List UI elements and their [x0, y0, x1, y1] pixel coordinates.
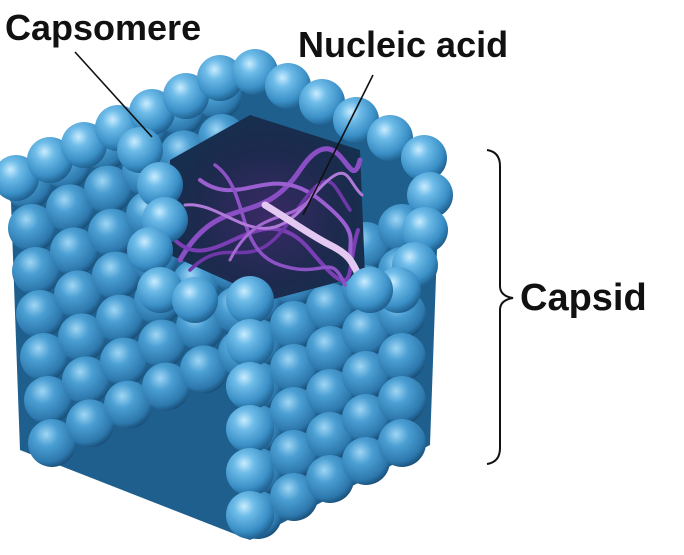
capsomere-sphere: [137, 162, 183, 208]
capsomere-sphere: [172, 277, 218, 323]
capsomere-sphere: [226, 448, 274, 496]
capsomere-sphere: [24, 376, 72, 424]
capsomere-sphere: [142, 362, 190, 411]
capsomere-sphere: [342, 308, 390, 356]
nucleic-acid-strand: [213, 163, 347, 287]
capsid-front-edge: [226, 276, 274, 539]
capsomere-sphere: [84, 165, 132, 214]
nucleic-acid-strands: [173, 146, 364, 287]
capsomere-leader-line: [74, 51, 153, 138]
capsomere-sphere: [138, 319, 186, 368]
capsomere-sphere: [88, 208, 136, 257]
capsomere-sphere: [226, 405, 274, 453]
capsomere-sphere: [378, 376, 426, 424]
capsomere-sphere: [50, 227, 98, 276]
capsomere-sphere: [16, 290, 64, 338]
capsomere-sphere: [270, 344, 318, 392]
capsid-bracket: [486, 149, 514, 465]
capsid-label: Capsid: [520, 277, 647, 319]
capsomere-sphere: [306, 455, 354, 503]
capsomere-sphere: [104, 380, 152, 429]
capsomere-sphere: [96, 294, 144, 343]
capsomere-sphere: [226, 491, 274, 539]
capsomere-sphere: [226, 319, 274, 367]
capsomere-sphere: [8, 204, 56, 252]
capsomere-sphere: [61, 122, 107, 168]
capsomere-sphere: [46, 184, 94, 233]
capsomere-sphere: [347, 267, 393, 313]
capsomere-sphere: [306, 412, 354, 460]
capsomere-sphere: [270, 387, 318, 435]
capsomere-sphere: [12, 247, 60, 295]
capsomere-sphere: [226, 362, 274, 410]
capsomere-sphere: [401, 135, 447, 181]
capsomere-sphere: [342, 351, 390, 399]
capsomere-sphere: [342, 437, 390, 485]
capsomere-sphere: [197, 55, 243, 101]
nucleic-acid-strand: [177, 146, 363, 263]
capsomere-sphere: [180, 345, 228, 394]
capsomere-sphere: [378, 333, 426, 381]
capsomere-sphere: [58, 313, 106, 362]
capsomere-sphere: [402, 207, 448, 253]
capsomere-sphere: [226, 276, 274, 324]
capsomere-sphere: [20, 333, 68, 381]
capsid-top-rim: [0, 49, 453, 323]
capsomere-sphere: [270, 473, 318, 521]
capsomere-sphere: [306, 283, 354, 331]
capsomere-sphere: [54, 270, 102, 319]
capsomere-sphere: [127, 227, 173, 273]
capsomere-sphere: [62, 356, 110, 405]
nucleic-acid-leader-line: [302, 74, 374, 216]
capsomere-sphere: [137, 267, 183, 313]
capsomere-sphere: [306, 369, 354, 417]
capsomere-sphere: [342, 394, 390, 442]
capsomere-sphere: [270, 430, 318, 478]
capsomere-sphere: [92, 251, 140, 300]
capsomere-sphere: [378, 419, 426, 467]
capsomere-sphere: [100, 337, 148, 386]
capsomere-sphere: [306, 326, 354, 374]
capsomere-sphere: [407, 172, 453, 218]
capsomere-sphere: [270, 301, 318, 349]
capsomere-sphere: [66, 399, 114, 448]
capsomere-sphere: [367, 115, 413, 161]
capsomere-label: Capsomere: [5, 7, 201, 48]
capsomere-sphere: [299, 79, 345, 125]
capsomere-sphere: [28, 419, 76, 467]
nucleic-acid-strand: [261, 201, 362, 278]
nucleic-acid-label: Nucleic acid: [298, 24, 508, 65]
capsomere-sphere: [163, 73, 209, 119]
capsomere-sphere: [117, 127, 163, 173]
